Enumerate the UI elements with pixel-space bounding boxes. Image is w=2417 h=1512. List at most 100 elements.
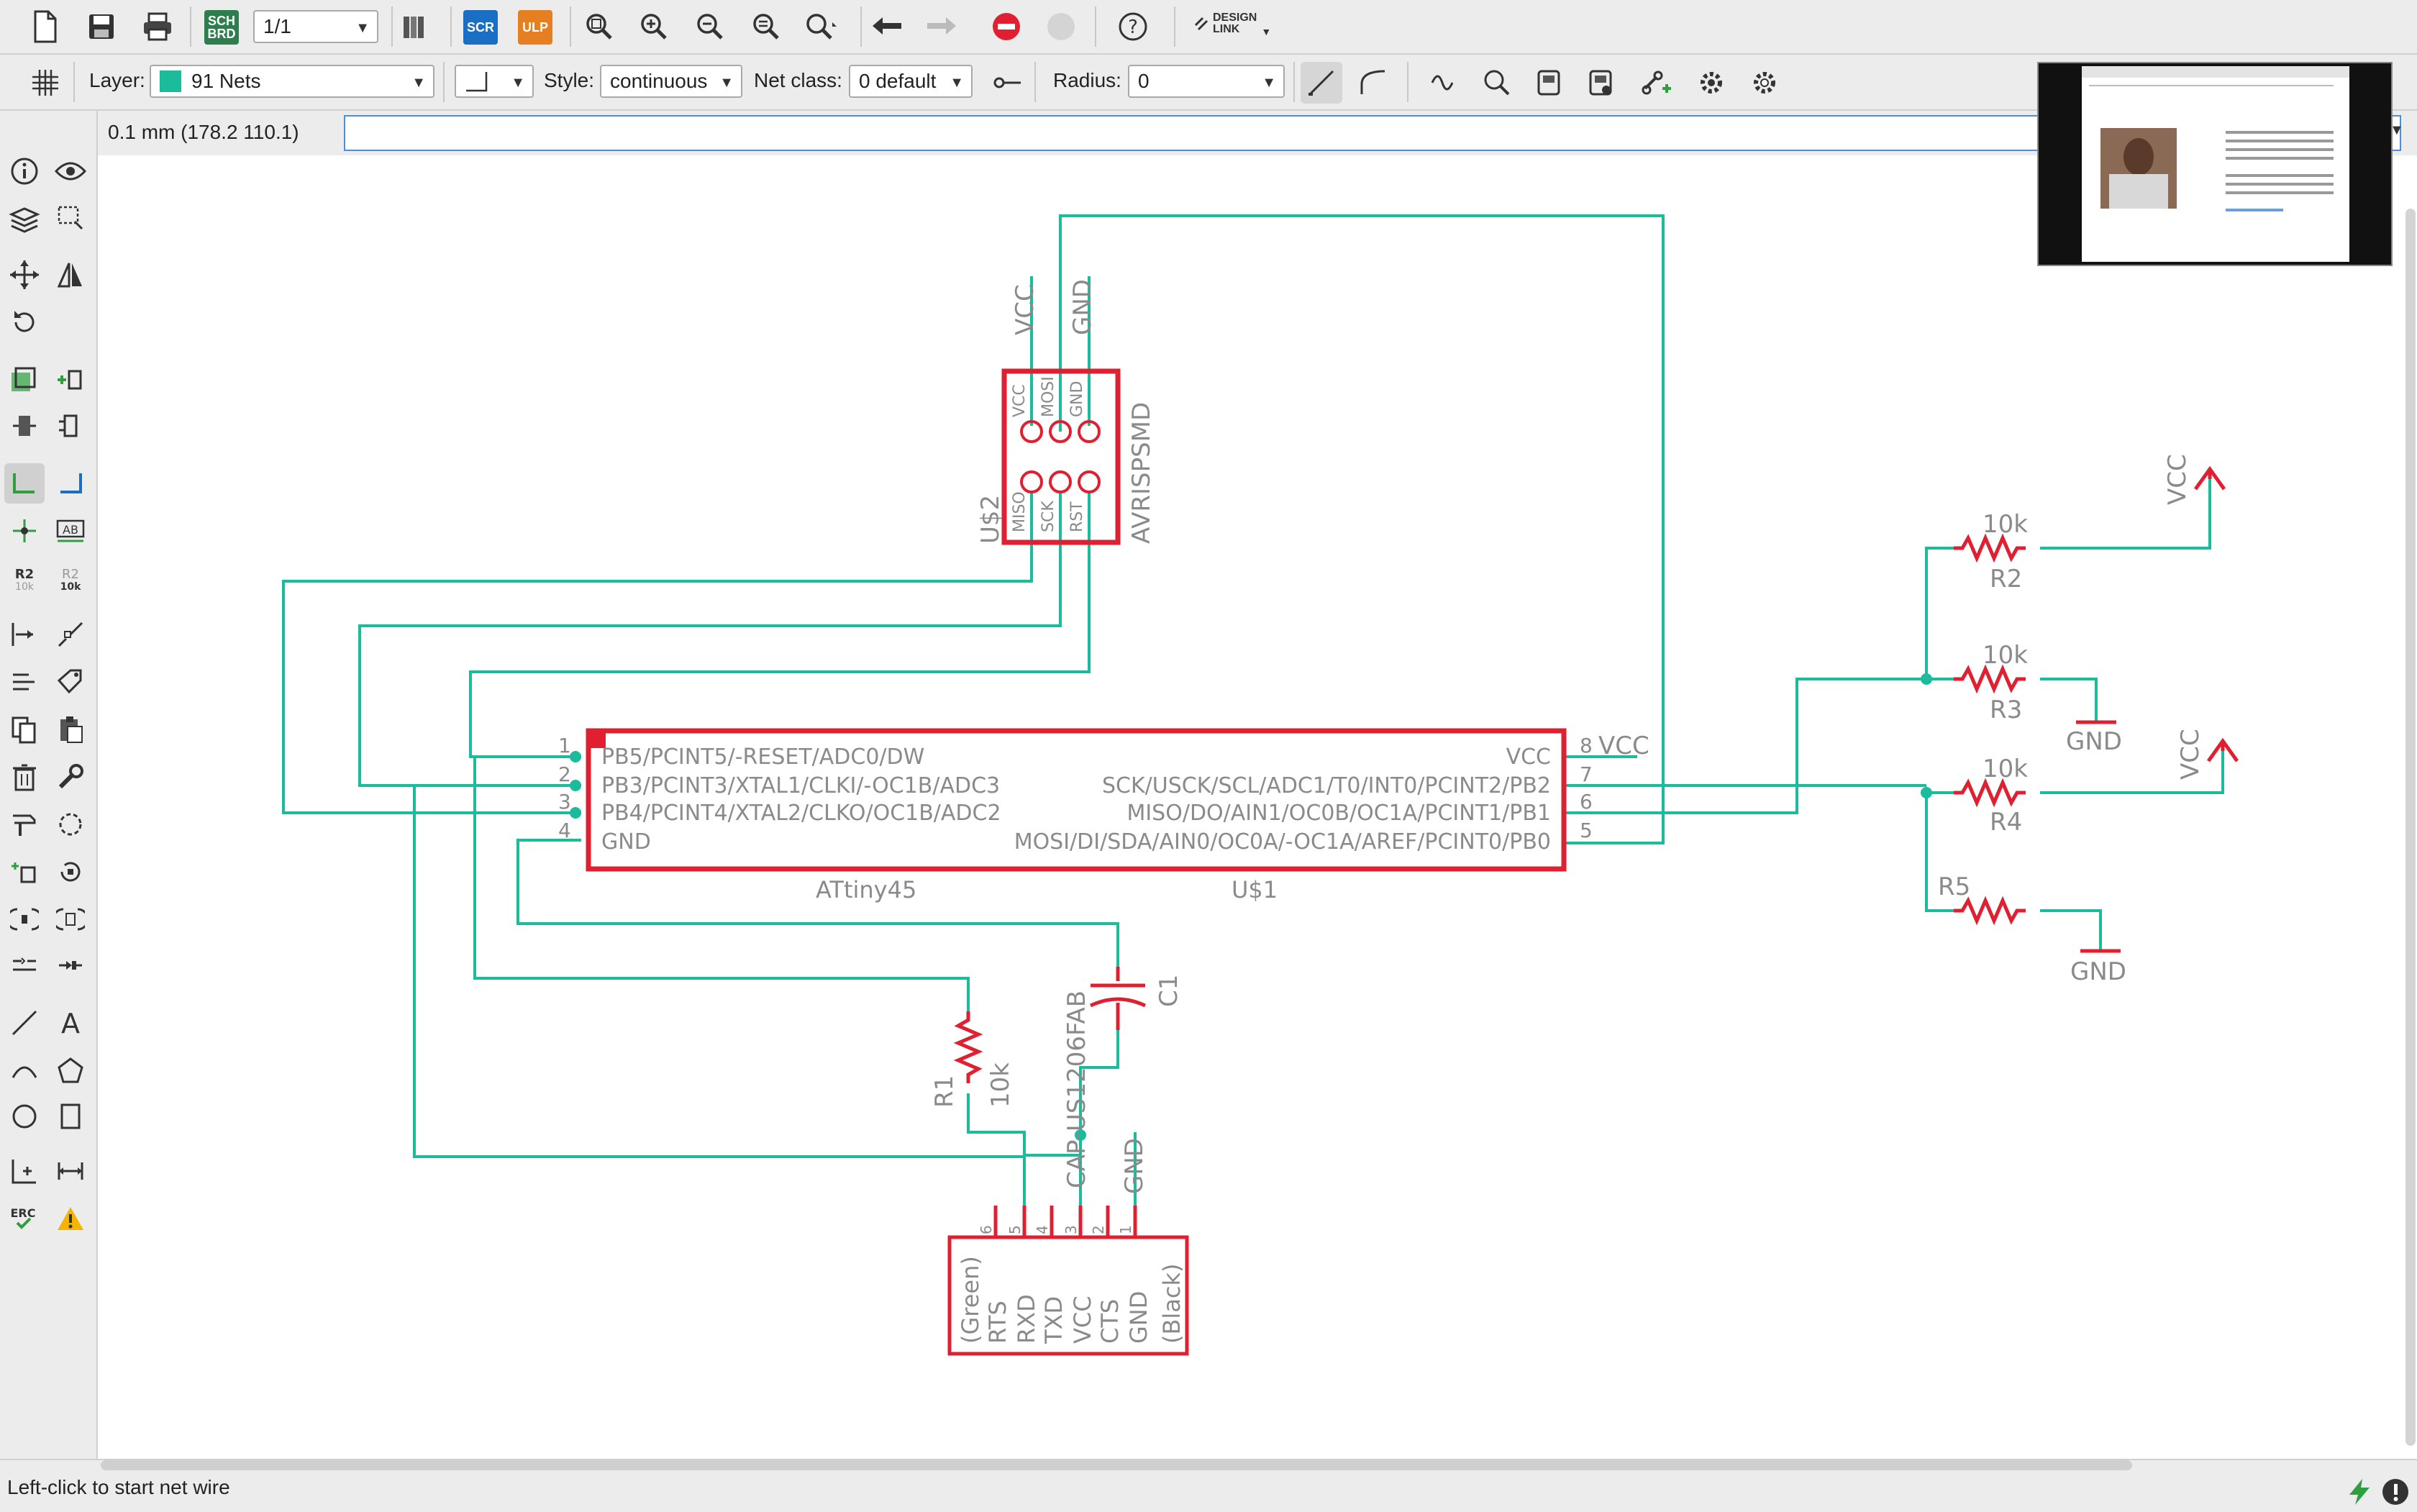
r1-name: R1 [930,1075,959,1108]
netclass-select[interactable]: 0 default▼ [849,65,973,98]
zoom-select-icon[interactable] [801,6,843,47]
lightning-icon[interactable] [2347,1477,2372,1510]
probe-icon[interactable] [1528,62,1570,104]
preview-thumbnail [2037,62,2393,266]
label-icon[interactable]: AB [50,511,91,551]
schematic-canvas[interactable]: PB5/PCINT5/-RESET/ADC0/DW PB3/PCINT3/XTA… [98,155,2417,1459]
circle-icon[interactable] [4,1096,45,1137]
change-icon[interactable] [50,804,91,844]
text-icon[interactable]: A [50,1003,91,1043]
warning-icon[interactable] [50,1198,91,1239]
radius-select[interactable]: 0▼ [1128,65,1285,98]
u2-value: AVRISPSMD [1127,402,1156,544]
r3-symbol[interactable] [1954,664,2026,694]
zoom-fit-icon[interactable] [578,6,620,47]
r2-symbol[interactable] [1954,533,2026,563]
gate-swap-icon[interactable] [50,406,91,446]
add-gate-icon[interactable] [4,852,45,892]
port-icon[interactable] [4,614,45,655]
chevron-down-icon[interactable]: ▼ [2390,122,2404,138]
straight-bend-icon[interactable] [1301,62,1342,104]
wire-bend-select[interactable]: ▼ [455,65,534,98]
pinswap-icon[interactable] [50,945,91,985]
grid-icon[interactable] [24,62,66,104]
r1-symbol[interactable] [953,1011,983,1083]
redo-icon [921,6,962,47]
net-wires[interactable] [282,214,2224,1231]
horizontal-scrollbar[interactable] [101,1460,2132,1470]
probe-settings-icon[interactable] [1580,62,1621,104]
select-group-icon[interactable] [50,199,91,239]
script-button[interactable]: SCR [463,10,498,45]
u2-avrispsmd[interactable]: VCC MOSI GND MISO SCK RST U$2 AVRISPSMD … [976,279,1156,545]
rotate-icon[interactable] [4,302,45,342]
pin-add-icon[interactable] [50,360,91,400]
line-icon[interactable] [4,1003,45,1043]
mirror-icon[interactable] [50,255,91,295]
split-icon[interactable] [50,614,91,655]
rotate-gate-icon[interactable] [50,852,91,892]
layer-select[interactable]: 91 Nets▼ [150,65,434,98]
swap-pin-icon[interactable] [4,899,45,939]
wrench-icon[interactable] [50,757,91,797]
swap-gate-icon[interactable] [50,899,91,939]
u1-attiny45[interactable]: PB5/PCINT5/-RESET/ADC0/DW PB3/PCINT3/XTA… [558,728,1649,903]
library-icon[interactable] [394,6,436,47]
net-end-icon[interactable] [987,62,1029,104]
miter-icon[interactable] [4,945,45,985]
ulp-button[interactable]: ULP [518,10,552,45]
paste-icon[interactable] [50,709,91,750]
sch-brd-switch-button[interactable]: SCH BRD [204,10,239,45]
signal-icon[interactable] [1424,62,1466,104]
undo-icon[interactable] [866,6,908,47]
netclass-value: 0 default [859,70,937,92]
signal-search-icon[interactable] [1476,62,1518,104]
design-link-button[interactable]: DESIGN LINK ▼ [1193,10,1271,37]
bus-icon[interactable] [50,463,91,504]
vertical-scrollbar[interactable] [2405,209,2416,1446]
move-icon[interactable] [4,255,45,295]
ripup-icon[interactable] [4,662,45,702]
smash-icon[interactable] [4,804,45,844]
polygon-icon[interactable] [50,1050,91,1090]
settings-gear-icon[interactable] [1690,62,1732,104]
dimension-icon[interactable] [50,1151,91,1191]
replace-icon[interactable] [4,406,45,446]
alert-icon[interactable] [2381,1477,2410,1510]
erc-icon[interactable]: ERC [4,1198,45,1239]
sheet-select[interactable]: 1/1▼ [253,10,378,43]
arc-bend-icon[interactable] [1352,62,1394,104]
print-icon[interactable] [137,6,178,47]
rectangle-icon[interactable] [50,1096,91,1137]
u2-pin-rst: RST [1068,501,1086,532]
eye-icon[interactable] [50,151,91,191]
help-icon[interactable]: ? [1112,6,1154,47]
copy-icon[interactable] [4,709,45,750]
r5-symbol[interactable] [1954,896,2026,926]
save-icon[interactable] [81,6,122,47]
resistor-symbols[interactable] [953,465,2239,1083]
junction-icon[interactable] [4,511,45,551]
layers-icon[interactable] [4,199,45,239]
r4-symbol[interactable] [1954,778,2026,808]
zoom-redraw-icon[interactable] [745,6,787,47]
new-file-icon[interactable] [24,6,66,47]
add-link-icon[interactable] [1636,62,1678,104]
attribute-icon[interactable] [50,662,91,702]
delete-icon[interactable] [4,757,45,797]
zoom-in-icon[interactable] [633,6,675,47]
mark-icon[interactable] [4,1151,45,1191]
net-wire-icon[interactable] [4,463,45,504]
style-select[interactable]: continuous▼ [600,65,742,98]
arc-icon[interactable] [4,1050,45,1090]
add-part-icon[interactable] [4,360,45,400]
zoom-out-icon[interactable] [689,6,731,47]
info-icon[interactable] [4,151,45,191]
c1-symbol[interactable] [1089,967,1147,1030]
stop-command-icon[interactable] [986,6,1027,47]
ftdi-pin-rxd: RXD [1013,1294,1040,1344]
ftdi-header[interactable]: (Green) RTS RXD TXD VCC CTS GND (Black) … [947,1206,1189,1356]
settings-gear-alt-icon[interactable] [1744,62,1785,104]
